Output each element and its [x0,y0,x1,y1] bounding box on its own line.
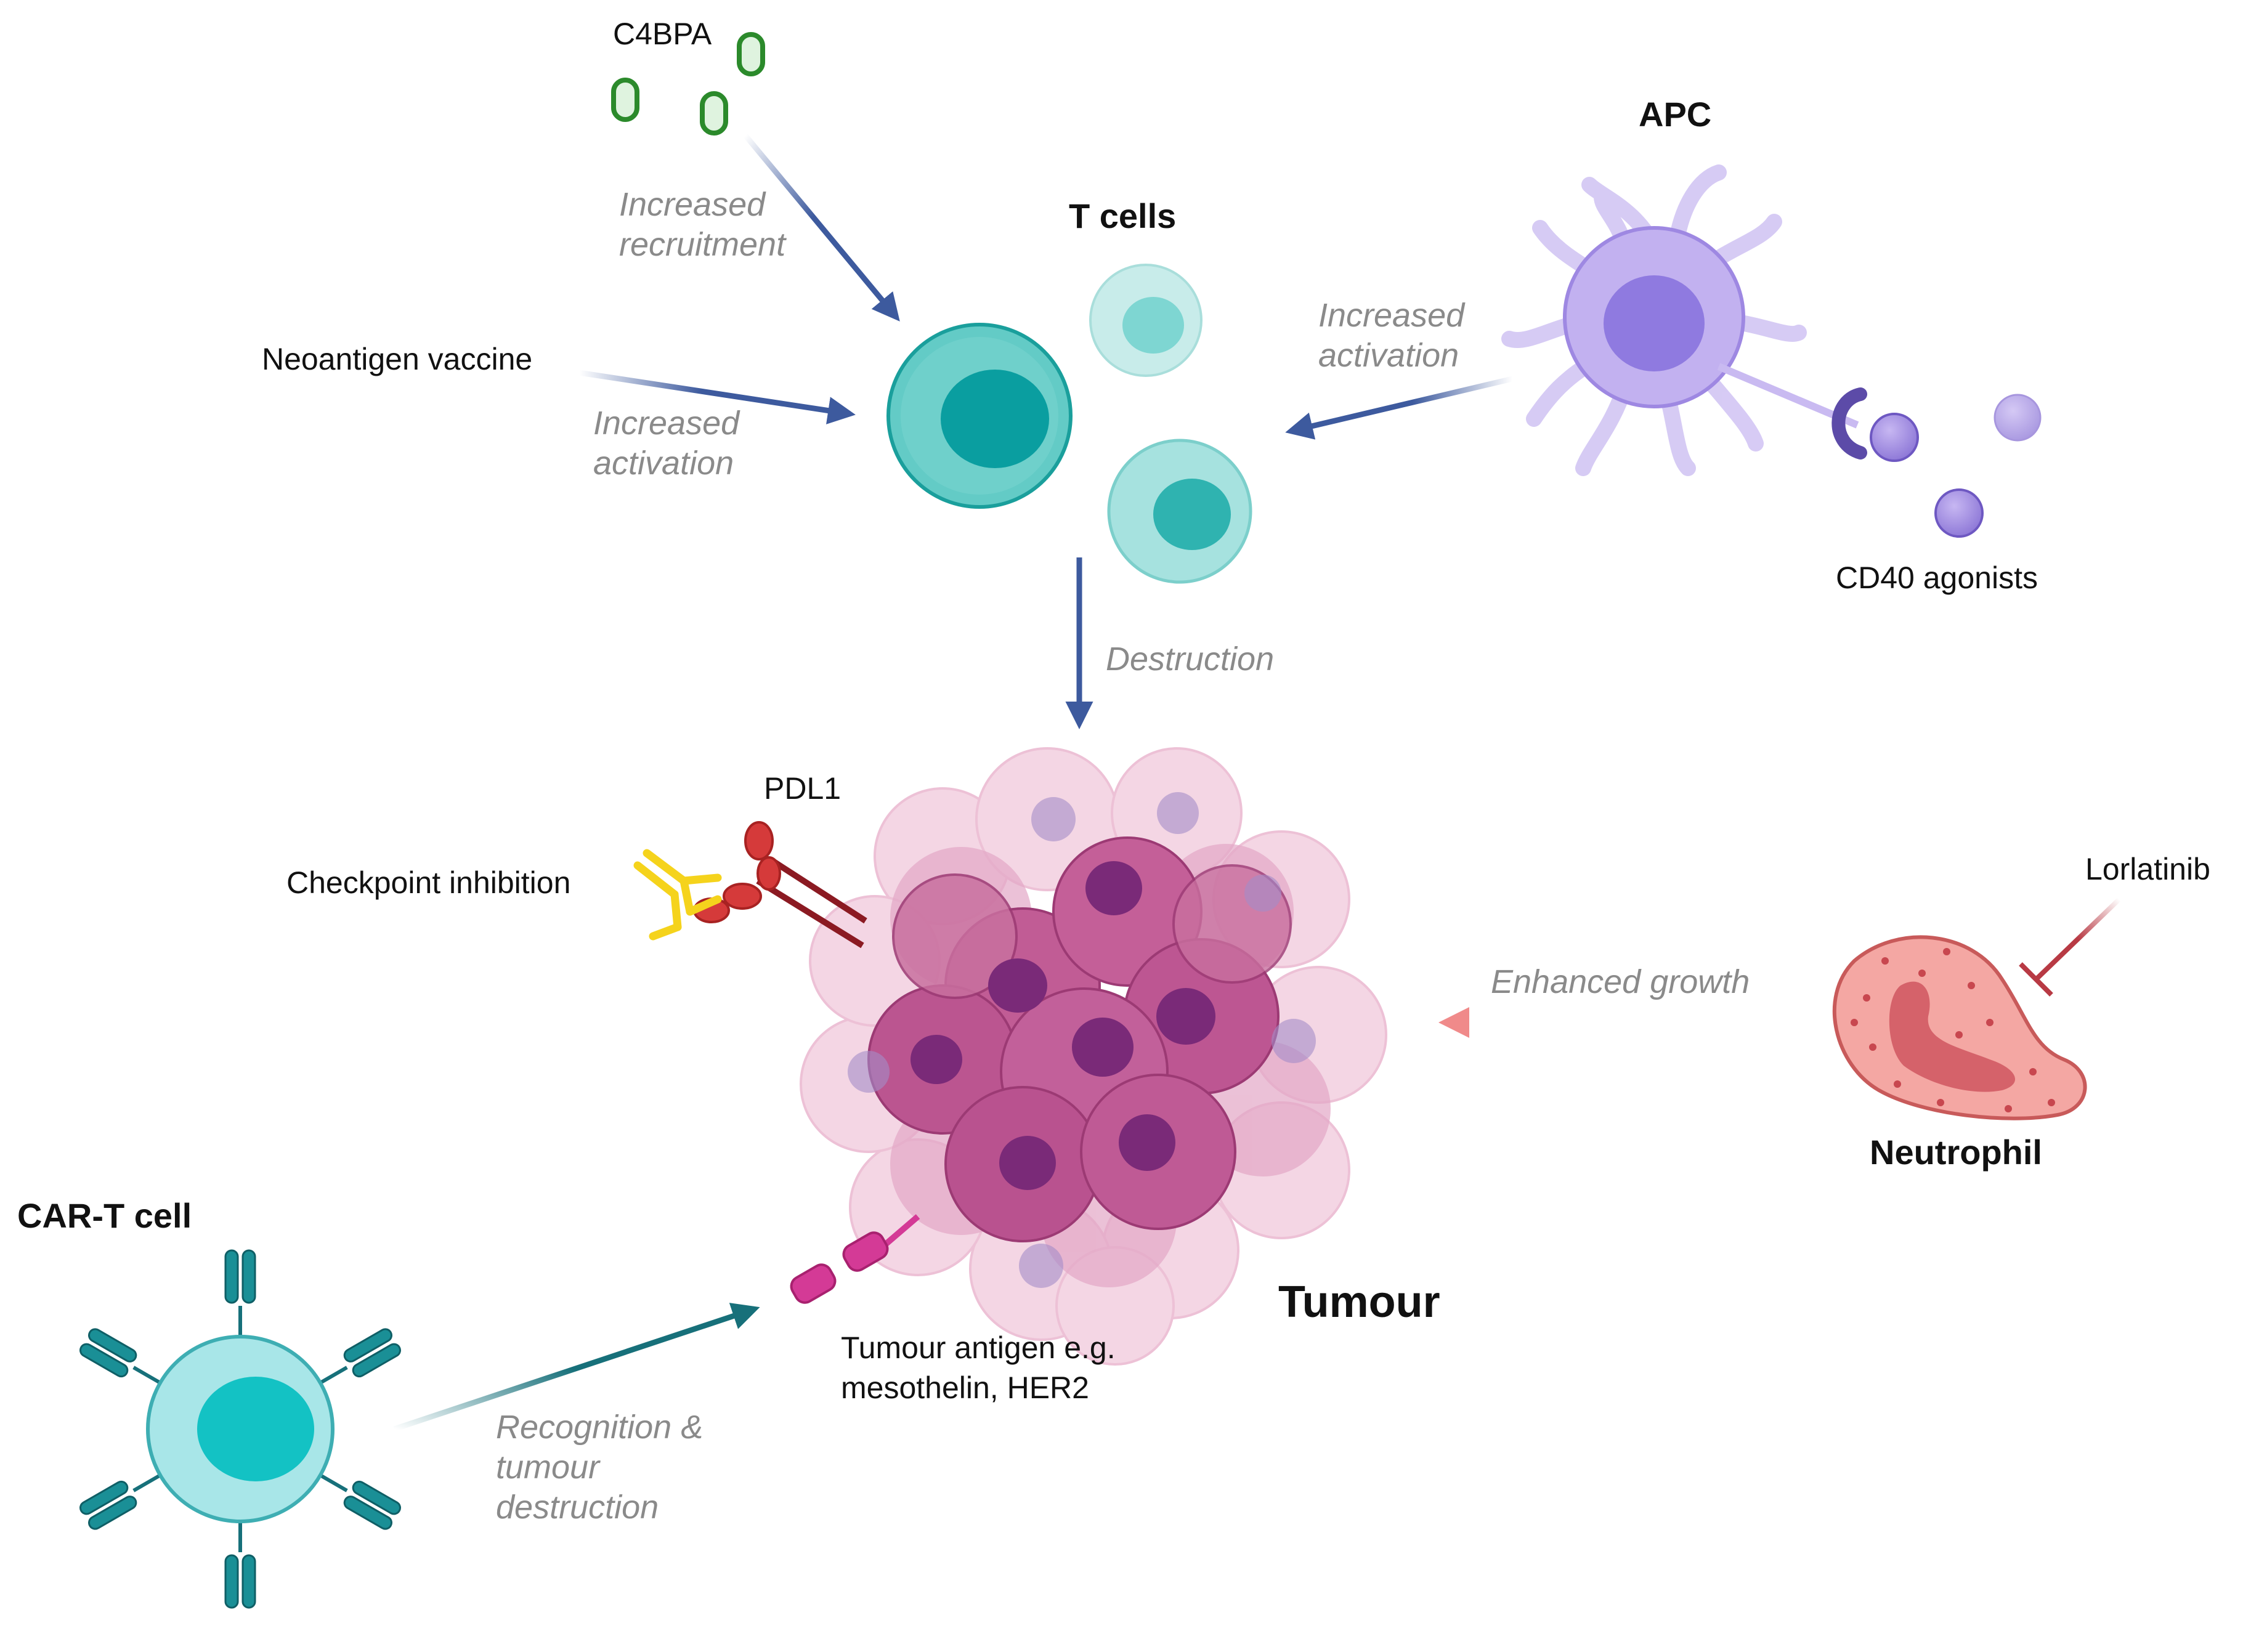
increased-activation-left-line1: Increased [593,405,740,442]
pdl1-domain-icon [723,883,762,910]
tumour-antigen-label-line2: mesothelin, HER2 [841,1371,1089,1405]
recognition-arrow [393,1303,760,1432]
tumour-nucleus [1072,1018,1134,1077]
cd40-receptor-icon [1831,387,1867,460]
car-t-nucleus [197,1377,314,1481]
enhanced-growth-label: Enhanced growth [1491,963,1750,1000]
tumour-antigen-domain-icon [842,1231,889,1272]
pdl1-label: PDL1 [764,771,841,806]
cd40-agonists-label: CD40 agonists [1836,561,2038,595]
c4bpa-molecule-icon [700,91,728,136]
increased-activation-right-line2: activation [1318,337,1459,374]
apc-nucleus [1604,275,1705,371]
t-cell-small-bottom [1107,439,1252,584]
cd40-agonist-sphere-icon [1870,413,1919,462]
lorlatinib-label: Lorlatinib [2085,852,2210,886]
t-cell-small-top [1089,264,1203,377]
neutrophil-nucleus [1889,981,2016,1092]
car-receptors [79,1249,401,1609]
increased-activation-right-line1: Increased [1318,297,1466,334]
recruitment-arrow [743,134,900,322]
cd40-agonist-sphere-icon [1934,488,1984,538]
cd40-agonist-sphere-icon [1994,394,2042,442]
neoantigen-activation-arrow [578,370,856,424]
recognition-label-line2: tumour [496,1449,601,1486]
c4bpa-molecule-icon [737,32,765,76]
tumour-nucleus [911,1035,962,1084]
cd40-agonists [1870,394,2042,538]
pdl1-domain-icon [756,856,781,891]
apc-activation-arrow [1285,376,1514,440]
tumour-antigen-domain-icon [790,1263,837,1304]
recognition-label-line3: destruction [496,1489,659,1526]
apc-cell [1501,164,1867,476]
apc-title: APC [1639,95,1711,134]
neutrophil-title: Neutrophil [1870,1133,2042,1172]
increased-recruitment-label-line2: recruitment [619,226,787,263]
car-t-cell [79,1249,401,1609]
lorlatinib-inhibition [2019,897,2121,997]
tumour-antigen [790,1214,920,1304]
neoantigen-vaccine-label: Neoantigen vaccine [262,342,532,376]
checkpoint-antibody-icon [633,849,722,941]
destruction-label: Destruction [1106,641,1274,678]
car-t-cell-title: CAR-T cell [17,1196,192,1235]
neutrophil-cell [1832,935,2087,1120]
tumour-title: Tumour [1278,1277,1440,1327]
t-cell-nucleus [941,370,1049,468]
neutrophil-granules [1851,948,2055,1112]
pdl1-domain-icon [744,821,774,860]
c4bpa-molecule-icon [611,78,639,122]
increased-recruitment-label-line1: Increased [619,186,766,223]
tumour-nucleus [999,1136,1056,1190]
checkpoint-inhibition-label: Checkpoint inhibition [286,865,570,900]
tumour-nucleus [1156,988,1215,1045]
c4bpa-molecules [611,32,765,136]
c4bpa-label: C4BPA [613,17,712,51]
tumour-antigen-label-line1: Tumour antigen e.g. [841,1330,1116,1365]
increased-activation-left-line2: activation [593,445,734,482]
t-cell-large [886,323,1073,509]
recognition-label-line1: Recognition & [496,1409,703,1446]
tumour-nucleus [1085,861,1142,915]
tumour-nucleus [988,958,1047,1013]
t-cells-title: T cells [1069,196,1176,235]
tumour-mass [800,747,1387,1366]
tumour-nucleus [1119,1114,1175,1171]
